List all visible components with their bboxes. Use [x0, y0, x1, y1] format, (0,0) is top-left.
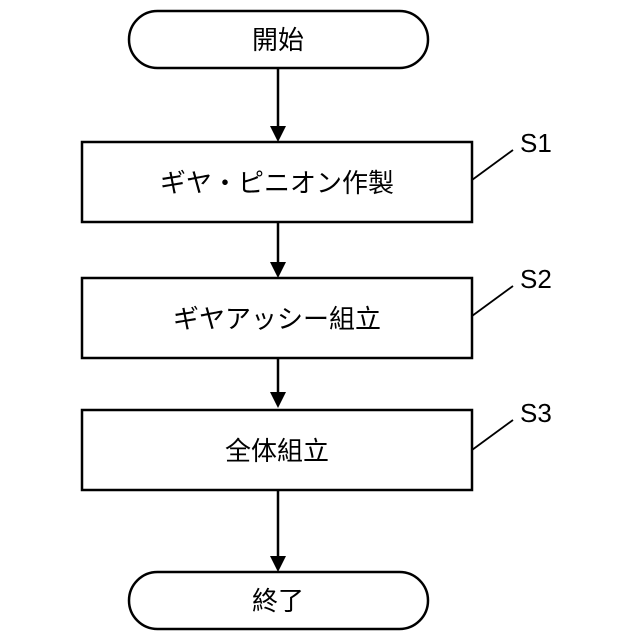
process-step-s2: ギヤアッシー組立 S2 — [82, 264, 552, 358]
step-id-s1: S1 — [520, 128, 552, 158]
step-id-s2-leader — [472, 286, 513, 316]
arrow-s1-to-s2 — [270, 222, 286, 278]
arrow-start-to-s1-head — [270, 126, 286, 142]
step-id-s3-leader — [472, 420, 513, 450]
arrow-s2-to-s3 — [270, 358, 286, 408]
step-id-s1-leader — [472, 150, 513, 180]
arrow-s3-to-end-head — [270, 556, 286, 572]
process-step-s3: 全体組立 S3 — [82, 398, 552, 490]
arrow-s2-to-s3-head — [270, 392, 286, 408]
step-id-s2: S2 — [520, 264, 552, 294]
end-terminal: 終了 — [129, 572, 428, 629]
arrow-s3-to-end — [270, 490, 286, 572]
end-label: 終了 — [252, 587, 304, 617]
process-step-s1-label: ギヤ・ピニオン作製 — [160, 169, 394, 199]
step-id-s3: S3 — [520, 398, 552, 428]
arrow-s1-to-s2-head — [270, 262, 286, 278]
arrow-start-to-s1 — [270, 68, 286, 142]
process-step-s2-label: ギヤアッシー組立 — [173, 305, 381, 335]
start-terminal: 開始 — [129, 11, 428, 68]
process-step-s3-label: 全体組立 — [225, 437, 329, 467]
start-label: 開始 — [252, 26, 304, 56]
process-step-s1: ギヤ・ピニオン作製 S1 — [82, 128, 552, 222]
